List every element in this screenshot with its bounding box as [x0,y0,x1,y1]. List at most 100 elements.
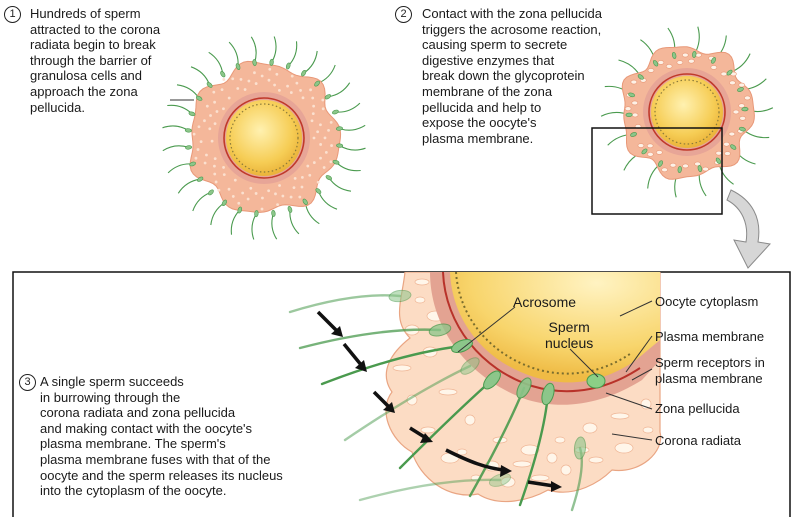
sperm-head [388,289,412,303]
corona-cell [199,140,203,144]
corona-cell [227,96,231,100]
sperm-head [285,62,291,70]
sperm-head [730,144,737,150]
corona-cell [293,176,297,180]
sperm-tail [335,102,361,113]
corona-hole [723,141,730,147]
corona-hole [710,65,718,70]
corona-cell [254,192,258,195]
corona-cell [330,144,333,147]
sperm-head [516,377,532,399]
sperm-tail [230,209,241,235]
step-number-2: 2 [395,6,412,23]
sperm-head [208,189,214,196]
sperm-head [188,111,196,117]
sperm-head [677,166,682,174]
sperm-head [628,92,635,98]
sperm-head [488,473,512,487]
sperm-head [739,126,746,132]
sperm-head [741,107,749,112]
corona-hole [738,103,745,108]
corona-cell [312,104,316,108]
corona-cell [319,123,322,127]
sperm-head [185,145,193,150]
sperm-tail [251,213,257,240]
sperm-head [332,159,340,165]
plasma-membrane-step1 [223,97,305,179]
corona-cell [286,84,289,88]
sperm-tail [343,364,472,442]
corona-cell [290,74,294,78]
sperm-head [301,69,307,77]
corona-cell [520,444,540,456]
corona-cell [203,119,206,123]
sperm-head [715,157,722,164]
sperm-head [428,323,452,337]
sperm-head [252,59,257,67]
sperm-head [184,128,192,133]
receptor-ring-step2 [654,79,720,145]
detail-illustration [288,272,662,512]
corona-cell [295,81,299,85]
sperm-head [641,148,648,155]
sperm-tail [271,36,277,63]
sperm-tail [298,328,442,350]
corona-cell [456,448,468,456]
corona-cell [273,83,276,87]
sperm-receptors-detail [455,272,631,375]
sperm-tail [328,177,352,192]
corona-cell [197,125,201,129]
sperm-tail [287,41,298,67]
corona-hole [665,64,673,69]
sperm-tail [190,66,211,86]
corona-cell [289,91,293,94]
zoom-arrow [726,189,771,269]
corona-cell [233,178,237,182]
sperm-head [652,60,659,67]
corona-cell [300,175,304,179]
corona-cell [208,127,212,131]
corona-cell [319,156,322,160]
corona-cell [222,173,226,176]
corona-cell [464,414,476,426]
corona-cell [306,164,310,168]
oocyte-cytoplasm-detail [450,272,660,383]
sperm-head [637,74,644,80]
corona-hole [647,152,654,157]
corona-cell [277,89,281,92]
sperm-head [332,109,339,115]
corona-cell [642,426,654,434]
corona-hole [702,166,709,172]
corona-cell [560,464,572,476]
corona-cell [212,90,216,94]
sperm-head [630,132,637,137]
corona-cell [274,192,277,196]
corona-cell [260,207,264,211]
corona-cell [512,460,532,468]
corona-cell [312,136,316,140]
corona-hole [720,71,728,77]
sperm-tail [176,84,200,99]
corona-cell [268,67,272,71]
sperm-head [625,112,633,117]
corona-cell [213,100,217,104]
corona-hole [739,116,746,121]
corona-cell [323,136,327,140]
corona-cell [500,476,516,488]
corona-cell [289,195,293,199]
sperm-head [726,69,733,76]
step-number-3: 3 [19,374,36,391]
corona-hole [694,161,701,167]
corona-cell [640,398,652,410]
sperm-tail [250,36,257,63]
sperm-head [541,382,555,406]
sperm-head [325,175,333,181]
corona-cell [582,422,598,434]
sperm-head [220,70,226,78]
corona-hole [729,80,736,86]
receptor-ring-step1 [229,103,299,173]
sperm-head [697,165,703,173]
corona-hole [732,109,740,115]
leader-lines [170,99,653,441]
